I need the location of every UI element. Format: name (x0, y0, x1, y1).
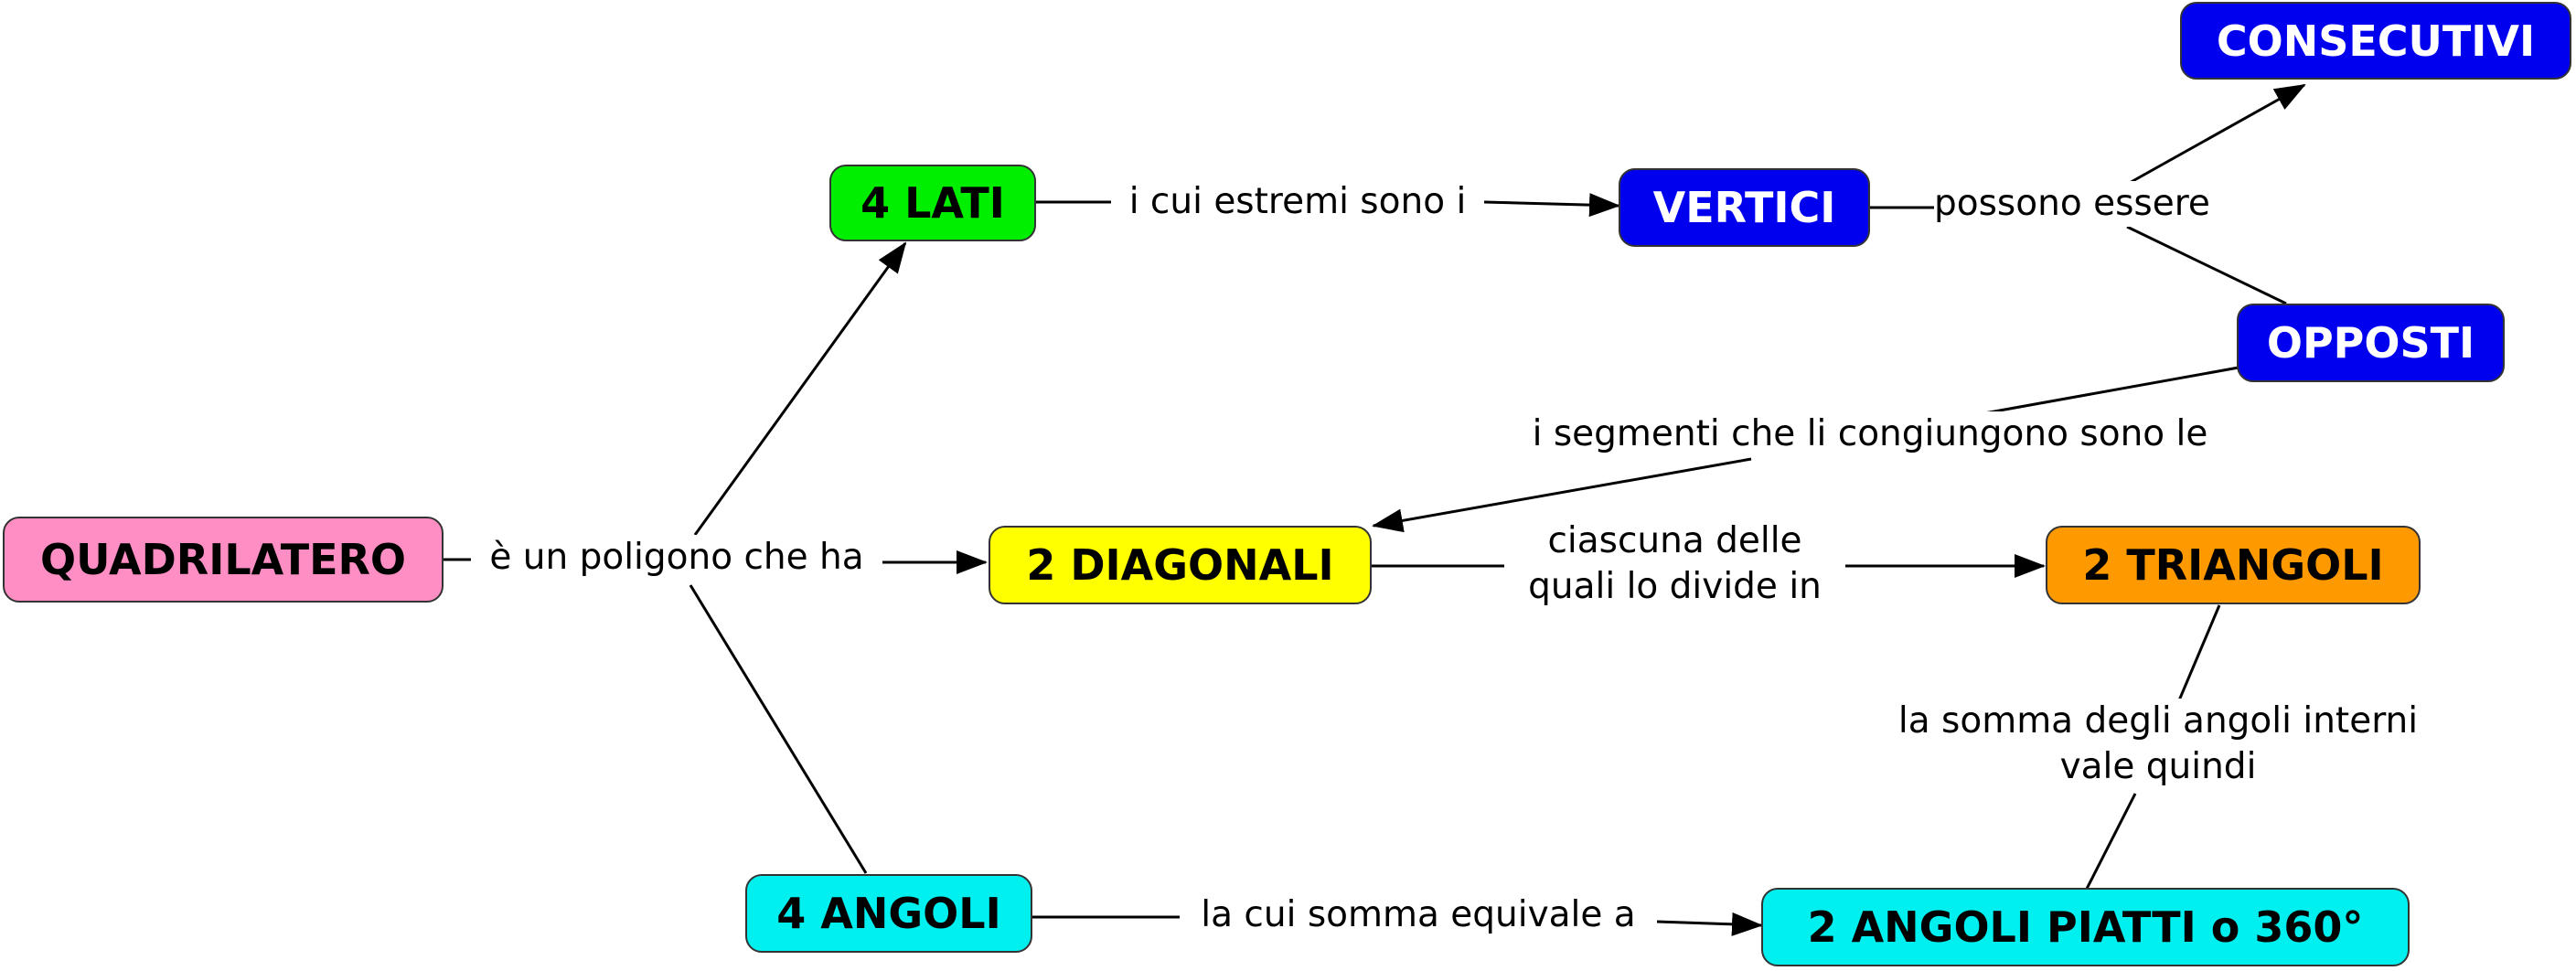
node-lati[interactable]: 4 LATI (829, 165, 1036, 241)
node-consecutivi[interactable]: CONSECUTIVI (2180, 2, 2571, 80)
link-possono: possono essere (1934, 181, 2210, 227)
link-somma-interni-line2: vale quindi (2059, 746, 2257, 787)
link-ciascuna-line1: ciascuna delle (1547, 520, 1802, 561)
edge-possono-consecutivi (2119, 83, 2306, 190)
edge-triangoli-somma (2177, 604, 2221, 701)
link-somma-interni: la somma degli angoli interni vale quind… (1875, 699, 2442, 790)
edge-poligono-lati (693, 241, 907, 536)
node-piatti-label: 2 ANGOLI PIATTI o 360° (1807, 902, 2364, 952)
node-quadrilatero-label: QUADRILATERO (39, 535, 407, 584)
node-piatti[interactable]: 2 ANGOLI PIATTI o 360° (1761, 888, 2410, 966)
edge-possono-opposti (2126, 225, 2287, 305)
node-vertici[interactable]: VERTICI (1619, 168, 1870, 247)
link-segmenti: i segmenti che li congiungono sono le (1500, 411, 2240, 457)
node-diagonali-label: 2 DIAGONALI (1026, 540, 1334, 590)
link-ciascuna: ciascuna delle quali lo divide in (1504, 518, 1845, 610)
link-estremi: i cui estremi sono i (1111, 179, 1484, 225)
node-opposti-label: OPPOSTI (2266, 318, 2475, 368)
node-angoli[interactable]: 4 ANGOLI (745, 874, 1032, 953)
node-quadrilatero[interactable]: QUADRILATERO (3, 517, 444, 603)
node-vertici-label: VERTICI (1652, 183, 1836, 232)
node-consecutivi-label: CONSECUTIVI (2216, 16, 2536, 66)
edge-segmenti-diagonali (1372, 457, 1752, 533)
edge-estremi-vertici (1483, 193, 1620, 218)
edge-opposti-segmenti (1983, 366, 2239, 415)
edge-somma-piatti (2085, 793, 2137, 890)
node-lati-label: 4 LATI (860, 178, 1005, 228)
node-diagonali[interactable]: 2 DIAGONALI (989, 526, 1372, 604)
link-poligono: è un poligono che ha (471, 535, 882, 581)
node-angoli-label: 4 ANGOLI (776, 889, 1001, 938)
link-ciascuna-line2: quali lo divide in (1528, 566, 1822, 607)
edge-poligono-angoli (689, 584, 868, 874)
link-somma-interni-line1: la somma degli angoli interni (1897, 700, 2419, 742)
edge-equivale-piatti (1656, 912, 1763, 936)
node-triangoli[interactable]: 2 TRIANGOLI (2046, 526, 2421, 604)
link-somma-equivale: la cui somma equivale a (1180, 892, 1657, 938)
node-triangoli-label: 2 TRIANGOLI (2082, 540, 2384, 590)
node-opposti[interactable]: OPPOSTI (2237, 304, 2505, 382)
